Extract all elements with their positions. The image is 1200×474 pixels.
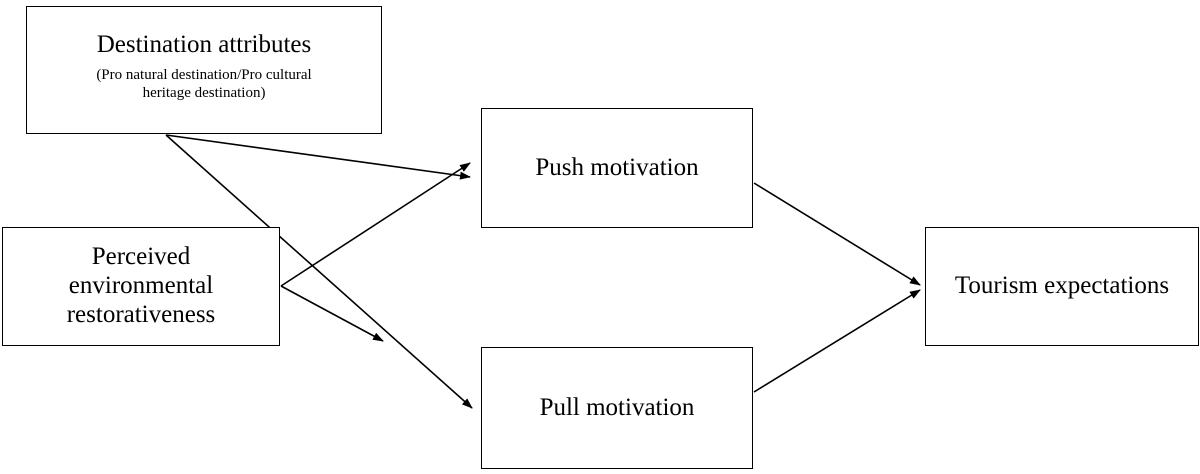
node-push-motivation: Push motivation [481, 108, 753, 228]
node-tourism-expectations: Tourism expectations [925, 227, 1199, 346]
node-perceived-environmental-restorativeness-title: Perceived environmental restorativeness [66, 243, 216, 328]
node-destination-attributes-title: Destination attributes [96, 30, 312, 58]
node-destination-attributes-subtitle: (Pro natural destination/Pro cultural he… [96, 66, 312, 102]
node-push-motivation-title: Push motivation [535, 153, 699, 181]
node-pull-motivation: Pull motivation [481, 347, 753, 469]
node-tourism-expectations-title: Tourism expectations [954, 272, 1170, 300]
node-pull-motivation-title: Pull motivation [539, 393, 695, 421]
edge-pull-to-expectations [753, 289, 921, 393]
edge-destination-to-push [165, 134, 471, 180]
node-destination-attributes: Destination attributes (Pro natural dest… [26, 6, 382, 134]
edge-perceived-to-pull [280, 285, 384, 342]
node-perceived-environmental-restorativeness: Perceived environmental restorativeness [2, 227, 280, 346]
edge-push-to-expectations [753, 182, 921, 286]
edge-perceived-to-push [280, 162, 471, 287]
